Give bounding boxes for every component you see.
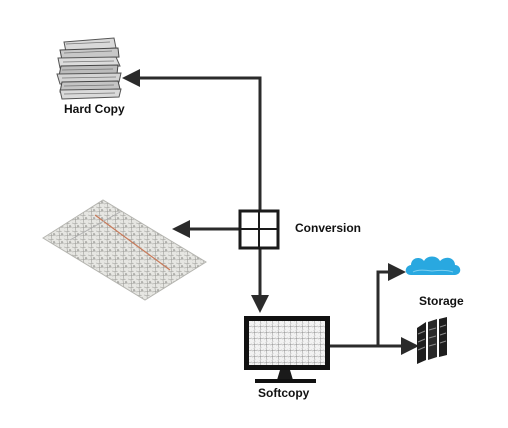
- storage-label: Storage: [419, 294, 464, 308]
- cloud-icon: [405, 256, 461, 275]
- connectors: [122, 69, 419, 355]
- server-rack-icon: [417, 317, 447, 364]
- softcopy-label: Softcopy: [258, 386, 310, 400]
- hard-copy-label: Hard Copy: [64, 102, 125, 116]
- conversion-label: Conversion: [295, 221, 362, 235]
- arrow-to-cloud: [376, 263, 406, 346]
- conversion-box-icon: [238, 209, 280, 250]
- scanned-map-icon: [42, 199, 207, 301]
- arrow-to-hard-copy: [122, 69, 262, 213]
- paper-stack-icon: [56, 37, 122, 100]
- monitor-icon: [244, 316, 330, 383]
